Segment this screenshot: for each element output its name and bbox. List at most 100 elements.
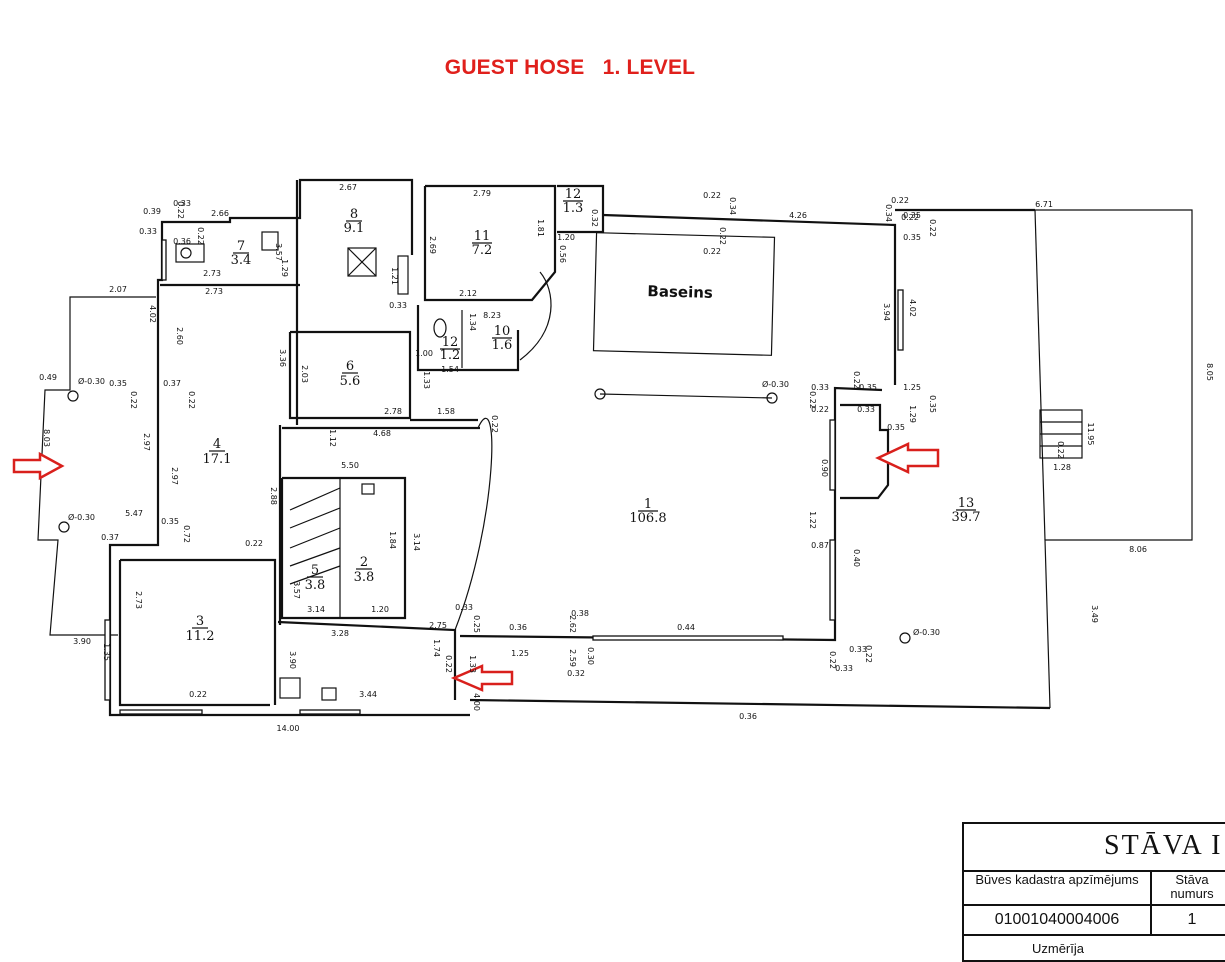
- dimension-label: 1.29: [280, 259, 289, 277]
- dimension-label: 0.35: [928, 395, 937, 413]
- dimension-label: 3.94: [882, 303, 891, 321]
- pool-label: Baseins: [647, 282, 713, 302]
- dimension-label: 3.36: [278, 349, 287, 367]
- dimension-label: 0.22: [196, 227, 205, 245]
- room-number: 1: [644, 497, 652, 512]
- dimension-label: 0.22: [852, 371, 861, 389]
- dimension-label: 0.33: [139, 227, 157, 236]
- dimension-label: 1.00: [415, 349, 433, 358]
- dimension-label: 0.33: [455, 603, 473, 612]
- cadastral-value: 01001040004006: [964, 906, 1152, 936]
- dimension-label: 2.60: [175, 327, 184, 345]
- room-area: 3.8: [305, 578, 326, 593]
- entrance-arrows: [12, 442, 940, 692]
- dimension-label: 0.22: [703, 191, 721, 200]
- dimension-label: 3.90: [288, 651, 297, 669]
- dimension-label: 6.71: [1035, 200, 1053, 209]
- floor-number-value: 1: [1152, 906, 1225, 936]
- dimension-label: 2.07: [109, 285, 127, 294]
- dimension-label: 1.54: [441, 365, 459, 374]
- dimension-label: 0.22: [901, 213, 919, 222]
- room-number: 8: [350, 207, 358, 222]
- room-area: 39.7: [952, 510, 981, 525]
- level-marks: Ø-0.30 Ø-0.30 Ø-0.30 Ø-0.30: [68, 376, 940, 637]
- dimension-label: 2.66: [211, 209, 229, 218]
- dimension-label: 2.67: [339, 183, 357, 192]
- dimension-label: 3.57: [274, 243, 283, 261]
- fixtures: [58, 231, 911, 701]
- dimension-label: 0.22: [828, 651, 837, 669]
- level-mark: Ø-0.30: [762, 379, 789, 389]
- dimension-label: 0.22: [129, 391, 138, 409]
- room-number: 13: [958, 496, 975, 511]
- room-area: 7.2: [472, 243, 493, 258]
- room-number: 10: [494, 324, 511, 339]
- dimension-label: 4.68: [373, 429, 391, 438]
- dimension-label: 8.03: [42, 429, 51, 447]
- arrow-south-icon: [450, 664, 514, 692]
- arrow-west-icon: [12, 451, 65, 481]
- dimension-label: 2.73: [203, 269, 221, 278]
- dimension-label: 1.28: [1053, 463, 1071, 472]
- dimension-label: 0.44: [677, 623, 695, 632]
- dimension-label: 1.22: [808, 511, 817, 529]
- dimension-label: 0.35: [859, 383, 877, 392]
- room-area: 5.6: [340, 374, 361, 389]
- plan-title: GUEST HOSE 1. LEVEL: [444, 56, 696, 79]
- room-area: 11.2: [186, 629, 215, 644]
- dimension-label: 1.20: [557, 233, 575, 242]
- room-area: 9.1: [344, 221, 365, 236]
- room-number: 5: [311, 563, 319, 578]
- dimension-label: 0.72: [182, 525, 191, 543]
- cadastral-label: Būves kadastra apzīmējums: [964, 870, 1152, 906]
- dimension-label: 0.22: [187, 391, 196, 409]
- dimension-label: 0.35: [887, 423, 905, 432]
- dimension-label: 0.36: [509, 623, 527, 632]
- dimension-label: 3.14: [412, 533, 421, 551]
- dimension-label: 8.23: [483, 311, 501, 320]
- room-area: 1.2: [440, 348, 461, 363]
- dimension-label: 0.33: [857, 405, 875, 414]
- level-mark: Ø-0.30: [68, 512, 95, 522]
- dimension-label: 0.33: [389, 301, 407, 310]
- dimension-label: 0.22: [176, 201, 185, 219]
- dimension-label: 2.73: [134, 591, 143, 609]
- dimension-label: 2.79: [473, 189, 491, 198]
- dimension-label: 0.32: [590, 209, 599, 227]
- dimension-label: 3.57: [292, 581, 301, 599]
- dimension-label: 0.33: [849, 645, 867, 654]
- dimension-label: 1.21: [390, 267, 399, 285]
- dimension-label: 0.22: [811, 405, 829, 414]
- floor-number-label: Stāva numurs: [1152, 870, 1225, 906]
- dimension-label: 0.22: [444, 655, 453, 673]
- walls: [37, 178, 1193, 717]
- dimension-label: 8.06: [1129, 545, 1147, 554]
- dimension-label: 2.59: [568, 649, 577, 667]
- dimension-label: 11.95: [1086, 423, 1095, 446]
- room-labels: 1 106.8 2 3.8 3 11.2 4 17.1 5 3.8 6 5.6 …: [186, 187, 981, 644]
- room-area: 106.8: [629, 511, 666, 526]
- dimension-label: 0.25: [472, 615, 481, 633]
- dimension-label: 0.90: [820, 459, 829, 477]
- dimension-label: 0.56: [558, 245, 567, 263]
- dimension-label: 1.84: [388, 531, 397, 549]
- room-number: 3: [196, 614, 204, 629]
- dimension-label: 0.22: [891, 196, 909, 205]
- room-number: 7: [237, 239, 245, 254]
- dimension-label: 0.33: [173, 199, 191, 208]
- dimension-label: 0.35: [903, 233, 921, 242]
- dimension-label: 1.81: [536, 219, 545, 237]
- title-block-heading: STĀVA I: [1104, 830, 1223, 861]
- dimension-label: 2.75: [429, 621, 447, 630]
- dimension-label: 1.12: [328, 429, 337, 447]
- dimension-label: 0.34: [884, 204, 893, 222]
- dimension-label: 2.97: [170, 467, 179, 485]
- dimension-label: 2.78: [384, 407, 402, 416]
- room-number-rules: [192, 200, 976, 629]
- dimension-label: 0.22: [718, 227, 727, 245]
- dimension-label: 0.38: [571, 609, 589, 618]
- dimension-label: 1.20: [371, 605, 389, 614]
- dimension-label: 14.00: [277, 724, 300, 733]
